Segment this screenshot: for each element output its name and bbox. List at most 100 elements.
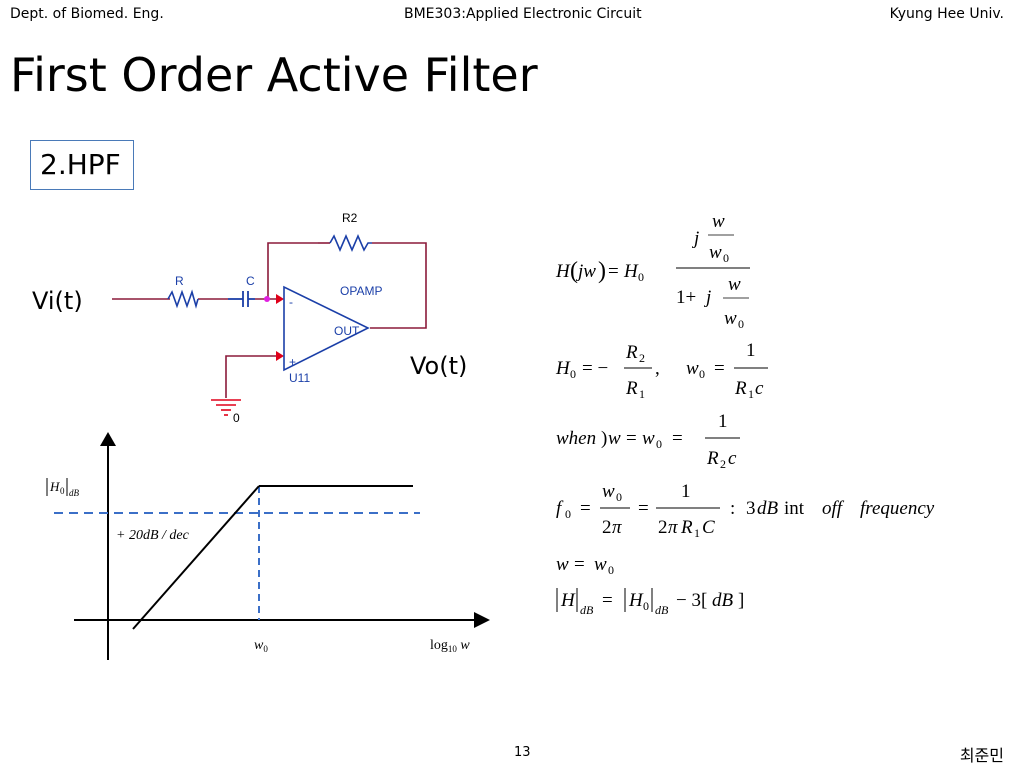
svg-text:=: = <box>672 428 683 449</box>
opamp-plus-label: + <box>289 355 296 369</box>
ground-label: 0 <box>233 411 240 425</box>
svg-text:0: 0 <box>616 490 622 504</box>
circuit-schematic: R2 R C - + OPAMP OUT U11 <box>112 211 427 425</box>
svg-text:w: w <box>608 428 621 449</box>
svg-text:1: 1 <box>694 526 700 540</box>
asymptote-rising <box>132 485 260 630</box>
equation-when: when ) w = w 0 = 1 R 2 c <box>556 411 740 471</box>
svg-text:R: R <box>680 517 693 538</box>
svg-text:R: R <box>706 448 719 469</box>
equation-params: H 0 = − R 2 R 1 , w 0 = 1 R 1 c <box>555 340 768 401</box>
resistor-r2 <box>318 233 372 253</box>
svg-text:0: 0 <box>643 599 649 613</box>
svg-text:int: int <box>784 498 805 519</box>
svg-text:R: R <box>734 378 747 399</box>
svg-text:H: H <box>623 261 639 282</box>
svg-text:0: 0 <box>656 437 662 451</box>
svg-text:2: 2 <box>639 351 645 365</box>
svg-text:π: π <box>668 517 678 538</box>
svg-text:): ) <box>601 428 607 449</box>
r2-label: R2 <box>342 211 358 225</box>
bode-slope-label: + 20dB / dec <box>116 528 190 543</box>
svg-text:dB: dB <box>655 603 669 617</box>
svg-text:): ) <box>598 258 606 284</box>
svg-text:C: C <box>702 517 715 538</box>
bode-plot: H 0 dB + 20dB / dec w0 log10 w <box>46 432 490 660</box>
svg-text:=: = <box>608 261 619 282</box>
svg-text:1: 1 <box>748 387 754 401</box>
svg-text:w: w <box>594 554 607 575</box>
svg-text:H: H <box>560 590 576 611</box>
svg-text:f: f <box>556 498 564 519</box>
svg-text:dB: dB <box>757 498 779 519</box>
svg-text:0: 0 <box>570 367 576 381</box>
svg-text:R: R <box>625 342 638 363</box>
inverting-pin-arrow <box>276 294 284 304</box>
c-label: C <box>246 274 255 288</box>
svg-text:dB: dB <box>69 488 80 498</box>
header-department: Dept. of Biomed. Eng. <box>10 6 164 22</box>
svg-text:w: w <box>556 554 569 575</box>
svg-text:1: 1 <box>718 411 728 432</box>
svg-text:w: w <box>686 358 699 379</box>
equation-cutoff: f 0 = w 0 2 π = 1 2 π R 1 C : 3 dB int o… <box>556 481 935 540</box>
opamp-symbol <box>283 285 370 372</box>
svg-text:dB: dB <box>712 590 734 611</box>
svg-text:=: = <box>638 498 649 519</box>
svg-text:π: π <box>612 517 622 538</box>
node-dot <box>264 296 270 302</box>
resistor-r <box>167 289 199 309</box>
svg-text:0: 0 <box>699 367 705 381</box>
svg-text:c: c <box>755 378 764 399</box>
svg-text:w: w <box>602 481 615 502</box>
svg-text:c: c <box>728 448 737 469</box>
svg-text:1: 1 <box>746 340 756 361</box>
capacitor-c <box>228 291 255 307</box>
ground-icon <box>211 399 241 416</box>
r-label: R <box>175 274 184 288</box>
svg-text:2: 2 <box>602 517 612 538</box>
header-university: Kyung Hee Univ. <box>889 6 1004 22</box>
svg-text:− 3[: − 3[ <box>676 590 707 611</box>
svg-text:w: w <box>709 242 722 263</box>
noninverting-pin-arrow <box>276 351 284 361</box>
svg-text:dB: dB <box>580 603 594 617</box>
input-voltage-label: Vi(t) <box>32 287 83 315</box>
svg-text:1: 1 <box>639 387 645 401</box>
opamp-ref-label: U11 <box>289 371 310 385</box>
svg-text:j: j <box>691 228 699 249</box>
y-axis-arrow-icon <box>100 432 116 446</box>
svg-text:=: = <box>626 428 637 449</box>
equation-w-eq: w = w 0 <box>556 554 614 577</box>
svg-text:frequency: frequency <box>860 498 935 519</box>
opamp-minus-label: - <box>289 295 293 309</box>
svg-text:R: R <box>625 378 638 399</box>
x-axis-arrow-icon <box>474 612 490 628</box>
svg-text:H: H <box>49 479 60 494</box>
author-name: 최준민 <box>959 746 1004 765</box>
bode-cutoff-label: w0 <box>254 638 268 654</box>
svg-text:2: 2 <box>658 517 668 538</box>
section-label: 2.HPF <box>30 140 134 190</box>
svg-text:off: off <box>822 498 845 519</box>
equation-gain: H dB = H 0 dB − 3[ dB ] <box>556 588 744 617</box>
svg-text:0: 0 <box>723 251 729 265</box>
svg-text:when: when <box>556 428 596 449</box>
header-course: BME303:Applied Electronic Circuit <box>404 6 642 22</box>
opamp-name-label: OPAMP <box>340 284 382 298</box>
svg-text:H: H <box>555 358 571 379</box>
svg-text:w: w <box>642 428 655 449</box>
bode-x-axis-label: log10 w <box>430 638 470 654</box>
output-voltage-label: Vo(t) <box>410 352 468 380</box>
svg-text:w: w <box>712 211 725 232</box>
svg-text:]: ] <box>738 590 744 611</box>
feedback-wires <box>267 242 427 329</box>
svg-text:(: ( <box>570 258 578 284</box>
svg-text:0: 0 <box>60 486 65 496</box>
svg-text:H: H <box>628 590 644 611</box>
page-number: 13 <box>514 745 531 760</box>
equations: H ( jw ) = H 0 j w w 0 1+ j w w 0 H 0 = … <box>555 211 935 617</box>
svg-text:=: = <box>602 590 613 611</box>
svg-text:w: w <box>728 274 741 295</box>
